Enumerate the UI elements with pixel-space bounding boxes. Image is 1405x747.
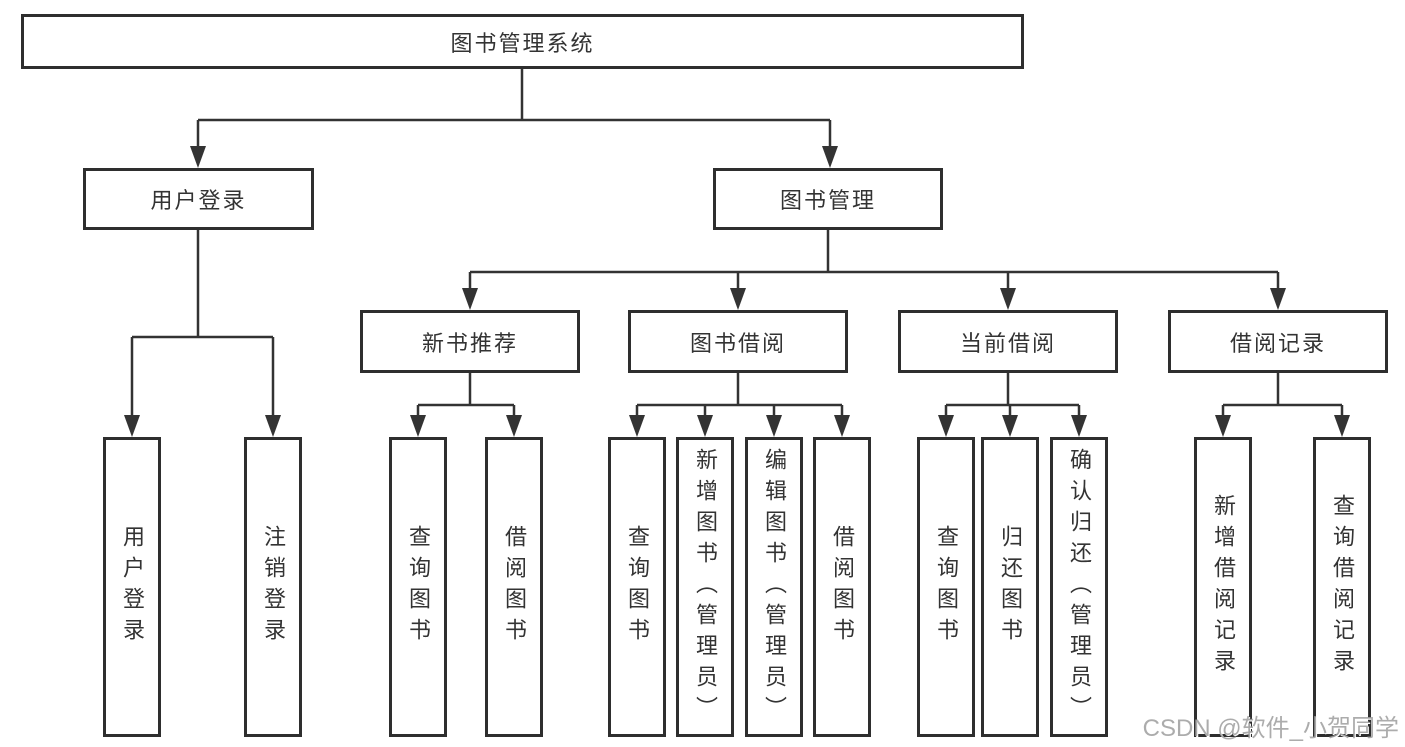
leaf-borrow-book-1: 借阅图书 xyxy=(485,437,543,737)
leaf-query-book-1: 查询图书 xyxy=(389,437,447,737)
node-book-borrow: 图书借阅 xyxy=(628,310,848,373)
leaf-add-borrow-record: 新增借阅记录 xyxy=(1194,437,1252,737)
leaf-confirm-return-admin: 确认归还（管理员） xyxy=(1050,437,1108,737)
leaf-query-book-2: 查询图书 xyxy=(608,437,666,737)
node-label: 新增借阅记录 xyxy=(1211,494,1236,680)
leaf-user-login: 用户登录 xyxy=(103,437,161,737)
node-label: 借阅图书 xyxy=(502,525,527,649)
node-label: 确认归还（管理员） xyxy=(1067,447,1092,727)
node-label: 注销登录 xyxy=(261,525,286,649)
leaf-query-borrow-record: 查询借阅记录 xyxy=(1313,437,1371,737)
node-label: 用户登录 xyxy=(120,525,145,649)
leaf-edit-book-admin: 编辑图书（管理员） xyxy=(745,437,803,737)
node-book-management: 图书管理 xyxy=(713,168,943,230)
node-label: 图书管理系统 xyxy=(450,30,595,56)
node-label: 当前借阅 xyxy=(959,330,1056,356)
node-new-book-recommend: 新书推荐 xyxy=(360,310,580,373)
node-label: 图书借阅 xyxy=(689,330,786,356)
csdn-watermark: CSDN @软件_小贺同学 xyxy=(1142,715,1399,742)
connector-root-to-level2 xyxy=(196,69,832,148)
connector-borrowrecord-to-children xyxy=(1221,373,1344,417)
node-borrow-record: 借阅记录 xyxy=(1168,310,1388,373)
connector-bookmgmt-to-level3 xyxy=(468,230,1280,290)
connector-userlogin-to-children xyxy=(130,230,275,417)
node-library-management-system: 图书管理系统 xyxy=(21,14,1024,69)
node-label: 查询图书 xyxy=(406,525,431,649)
node-label: 查询图书 xyxy=(625,525,650,649)
arrowheads xyxy=(124,146,1350,437)
node-current-borrow: 当前借阅 xyxy=(898,310,1118,373)
leaf-logout: 注销登录 xyxy=(244,437,302,737)
node-user-login: 用户登录 xyxy=(83,168,314,230)
leaf-return-book: 归还图书 xyxy=(981,437,1039,737)
leaf-borrow-book-2: 借阅图书 xyxy=(813,437,871,737)
leaf-query-book-3: 查询图书 xyxy=(917,437,975,737)
node-label: 用户登录 xyxy=(150,188,247,213)
node-label: 新书推荐 xyxy=(421,330,518,356)
node-label: 查询借阅记录 xyxy=(1330,494,1355,680)
node-label: 借阅图书 xyxy=(830,525,855,649)
node-label: 查询图书 xyxy=(934,525,959,649)
node-label: 图书管理 xyxy=(779,188,876,213)
connector-bookborrow-to-children xyxy=(635,373,844,417)
node-label: 归还图书 xyxy=(998,525,1023,649)
connector-currentborrow-to-children xyxy=(944,373,1081,417)
leaf-add-book-admin: 新增图书（管理员） xyxy=(676,437,734,737)
node-label: 新增图书（管理员） xyxy=(693,447,718,727)
connector-newbook-to-children xyxy=(416,373,516,417)
node-label: 编辑图书（管理员） xyxy=(762,447,787,727)
node-label: 借阅记录 xyxy=(1229,330,1326,356)
